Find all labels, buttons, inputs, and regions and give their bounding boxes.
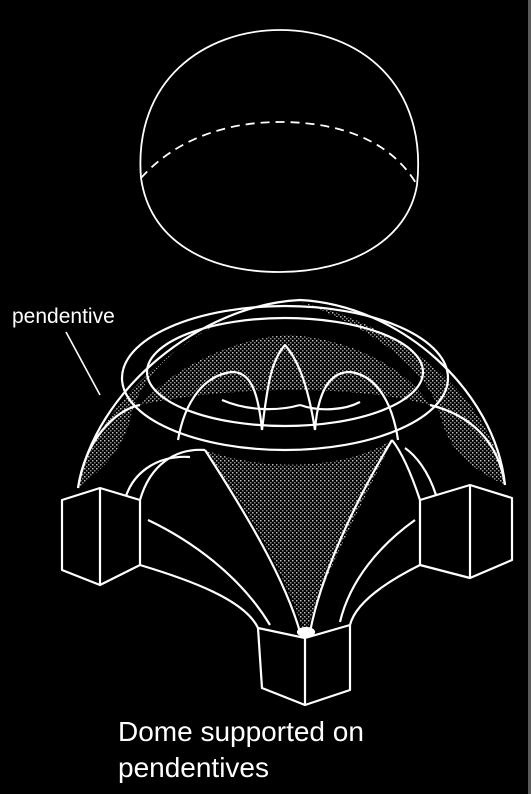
dome-hidden-rim: [141, 122, 417, 185]
caption-line-1: Dome supported on: [118, 714, 518, 750]
caption-line-2: pendentives: [118, 750, 518, 786]
arch-left-inner: [126, 457, 190, 496]
pier-right: [420, 485, 512, 578]
dome-outline: [140, 30, 418, 272]
pendentive-leader-line: [66, 332, 100, 395]
pendentive-surface-front: [205, 440, 392, 635]
hemisphere-dome: [140, 30, 418, 272]
front-arch-right-inner: [340, 520, 415, 622]
pendentive-label: pendentive: [12, 306, 115, 327]
back-arch-line: [222, 400, 300, 409]
front-arch-left-outer: [140, 565, 258, 628]
pendentive-structure: [62, 300, 512, 705]
front-keystone: [298, 628, 314, 636]
caption: Dome supported on pendentives: [118, 714, 518, 786]
